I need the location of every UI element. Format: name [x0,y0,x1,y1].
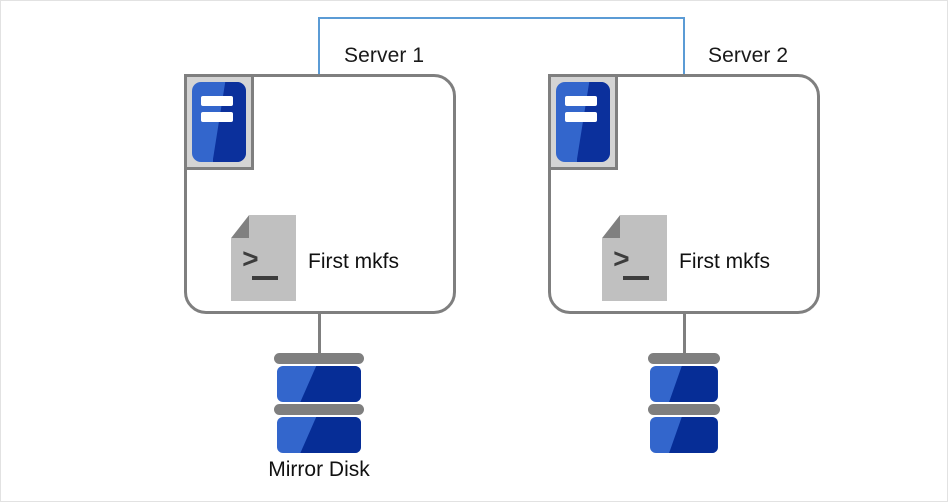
disk-block-lower [276,417,362,453]
server-1-disk-stack-icon [274,353,364,453]
machine-icon-bar-1 [200,95,234,106]
script-icon-fold [231,215,250,239]
server-2-label: Server 2 [708,44,789,67]
server-2-disk-stack-icon [648,353,720,453]
terminal-script-icon: > [231,215,296,301]
server-1-disk-connector [318,313,321,357]
machine-icon-body [192,82,246,162]
server-2-disk-connector [683,313,686,357]
server-2-mkfs-label: First mkfs [679,250,770,273]
script-icon-fold [602,215,621,239]
server-1-mkfs-label: First mkfs [308,250,399,273]
machine-icon-bar-2 [564,111,598,122]
mirror-disk-label: Mirror Disk [268,458,370,481]
disk-platter-top [648,353,720,364]
server-machine-icon [184,74,254,170]
machine-icon-shade [212,82,246,162]
script-icon-prompt: > [613,245,630,277]
disk-platter-middle [274,404,364,415]
disk-block-shade [300,366,362,402]
machine-icon-shade [576,82,610,162]
interconnect-link [318,17,685,75]
script-icon-cursor [622,276,649,281]
terminal-script-icon: > [602,215,667,301]
disk-block-shade [300,417,362,453]
server-machine-icon [548,74,618,170]
machine-icon-bar-2 [200,111,234,122]
script-icon-prompt: > [242,245,259,277]
server-1-label: Server 1 [344,44,425,67]
disk-block-upper [650,366,718,402]
script-icon-cursor [251,276,278,281]
machine-icon-body [556,82,610,162]
disk-platter-top [274,353,364,364]
disk-block-upper [276,366,362,402]
disk-block-shade [669,417,718,453]
disk-block-lower [650,417,718,453]
machine-icon-bar-1 [564,95,598,106]
disk-block-shade [669,366,718,402]
disk-platter-middle [648,404,720,415]
